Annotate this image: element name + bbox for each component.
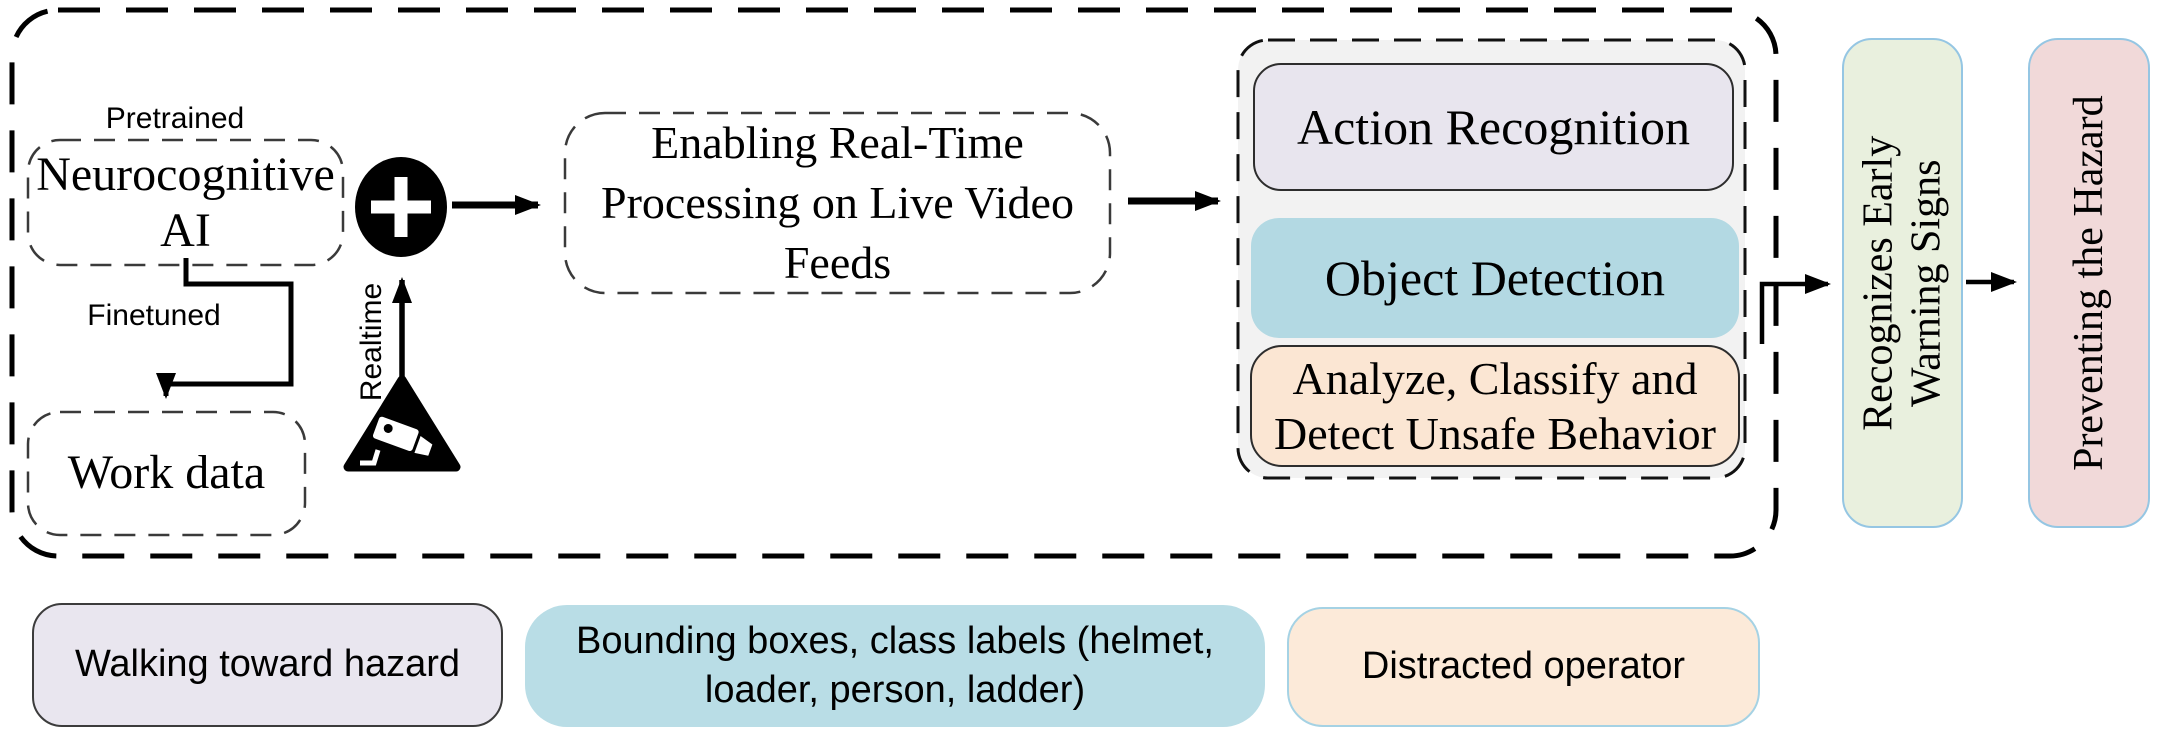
enabling-realtime-node: Enabling Real-Time Processing on Live Vi…: [601, 117, 1074, 288]
analyze-classify-node: Analyze, Classify and Detect Unsafe Beha…: [1250, 345, 1740, 467]
example-bounding-boxes-text: Bounding boxes, class labels (helmet, lo…: [576, 619, 1214, 711]
work-data-outline: [26, 410, 307, 537]
neurocognitive-ai-node: Neurocognitive AI: [36, 148, 335, 257]
preventing-hazard-node: Preventing the Hazard: [2028, 38, 2150, 528]
plus-icon: [355, 157, 447, 257]
enabling-outline: [563, 111, 1112, 295]
finetuned-label: Finetuned: [87, 299, 221, 332]
example-walking-toward-hazard: Walking toward hazard: [32, 603, 503, 727]
work-data-node: Work data: [67, 446, 266, 500]
object-detection-node: Object Detection: [1251, 218, 1739, 338]
cctv-camera-icon: [343, 375, 461, 472]
recognizes-early-warning-text: Recognizes Early Warning Signs: [1855, 135, 1950, 431]
arrow-finetuned-elbow: [156, 258, 294, 399]
action-recognition-node: Action Recognition: [1253, 63, 1734, 191]
outer-dashed-container: [9, 7, 1779, 559]
recognizes-early-warning-node: Recognizes Early Warning Signs: [1842, 38, 1963, 528]
realtime-label: Realtime: [355, 282, 388, 402]
example-bounding-boxes: Bounding boxes, class labels (helmet, lo…: [525, 605, 1265, 727]
example-distracted-operator: Distracted operator: [1287, 607, 1760, 727]
preventing-hazard-text: Preventing the Hazard: [2065, 95, 2112, 471]
arrow-container-to-recognizes: [1759, 274, 1831, 344]
pretrained-label: Pretrained: [105, 102, 245, 135]
